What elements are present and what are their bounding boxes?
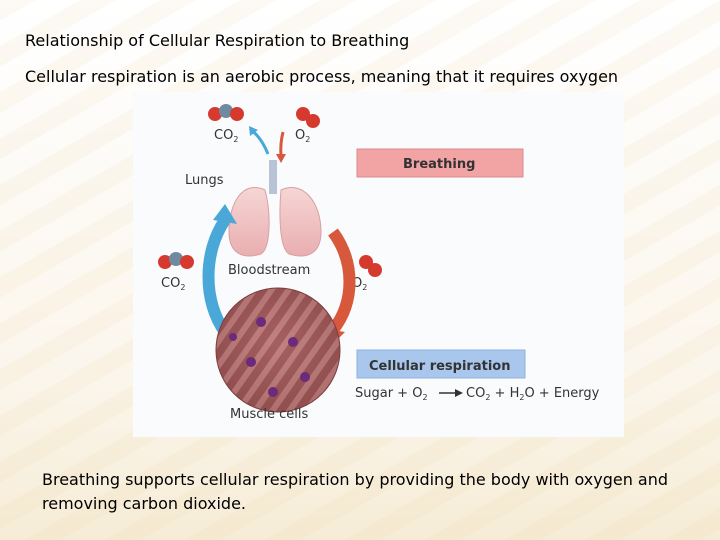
co2-top-label: CO2 bbox=[214, 128, 238, 144]
co2-left-label: CO2 bbox=[161, 276, 185, 292]
muscle-cells-label: Muscle cells bbox=[230, 407, 308, 422]
co2-molecule-left-icon bbox=[158, 252, 194, 269]
breathing-label: Breathing bbox=[403, 157, 475, 172]
bloodstream-label: Bloodstream bbox=[228, 263, 310, 278]
exhale-arrow-icon bbox=[250, 128, 270, 155]
diagram-svg: CO2 O2 Breathing Lungs CO2 bbox=[158, 104, 600, 422]
cellular-respiration-label: Cellular respiration bbox=[369, 359, 510, 374]
breathing-label-box bbox=[356, 148, 524, 178]
slide-title: Relationship of Cellular Respiration to … bbox=[25, 31, 410, 50]
muscle-cells-icon bbox=[215, 287, 341, 413]
co2-molecule-icon bbox=[208, 104, 244, 121]
lungs-label: Lungs bbox=[185, 173, 224, 188]
respiration-diagram: CO2 O2 Breathing Lungs CO2 bbox=[133, 92, 624, 437]
respiration-equation-products: CO2 + H2O + Energy bbox=[466, 386, 600, 402]
o2-cycle-arrow-icon bbox=[328, 228, 356, 334]
respiration-equation: Sugar + O2 bbox=[355, 386, 428, 402]
inhale-arrow-icon bbox=[279, 131, 285, 157]
slide-subtitle: Cellular respiration is an aerobic proce… bbox=[25, 67, 619, 86]
co2-cycle-arrow-icon bbox=[202, 216, 231, 336]
lungs-icon bbox=[228, 160, 322, 257]
o2-top-label: O2 bbox=[295, 128, 310, 144]
cellular-respiration-label-box bbox=[356, 349, 526, 379]
equation-arrow-icon bbox=[439, 389, 463, 397]
o2-molecule-icon bbox=[296, 107, 320, 128]
o2-right-label: O2 bbox=[352, 276, 367, 292]
o2-molecule-right-icon bbox=[359, 255, 382, 277]
slide-caption: Breathing supports cellular respiration … bbox=[42, 470, 669, 513]
